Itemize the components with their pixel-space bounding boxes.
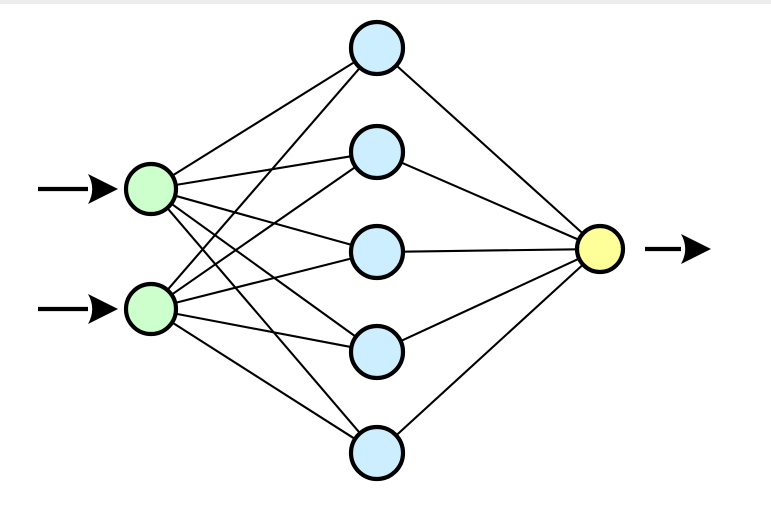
edge-i2-h3 (173, 257, 354, 305)
edges-group (165, 60, 585, 441)
edge-i2-h2 (169, 165, 358, 297)
output-arrow-head-icon (681, 234, 711, 264)
input-arrow-bottom-head-icon (88, 294, 118, 324)
edge-i2-h4 (173, 312, 354, 349)
edge-i1-h1 (170, 60, 357, 178)
node-hidden-2[interactable] (348, 123, 406, 181)
arrows-group (38, 174, 711, 324)
node-hidden-3[interactable] (348, 223, 406, 281)
input-arrow-top-head-icon (88, 174, 118, 204)
output-arrow (645, 234, 711, 264)
node-hidden-1[interactable] (348, 19, 406, 77)
edge-h4-o1 (398, 257, 582, 343)
node-hidden-5[interactable] (348, 424, 406, 482)
top-edge-strip (0, 0, 771, 4)
node-input-2[interactable] (123, 281, 179, 337)
edge-i1-h4 (169, 201, 358, 339)
node-input-1[interactable] (123, 161, 179, 217)
edge-h1-o1 (394, 63, 585, 236)
node-output-1[interactable] (574, 223, 626, 275)
edge-i1-h5 (165, 206, 362, 436)
edge-i1-h3 (173, 194, 354, 247)
input-arrow-bottom (38, 294, 118, 324)
edge-i1-h2 (173, 154, 354, 187)
input-arrow-top (38, 174, 118, 204)
edge-h2-o1 (398, 160, 581, 242)
node-hidden-4[interactable] (348, 323, 406, 381)
edge-i2-h5 (170, 320, 357, 441)
nodes-group (123, 19, 626, 482)
edge-i2-h1 (165, 65, 362, 292)
edge-h5-o1 (394, 262, 585, 438)
edge-h3-o1 (400, 248, 580, 253)
